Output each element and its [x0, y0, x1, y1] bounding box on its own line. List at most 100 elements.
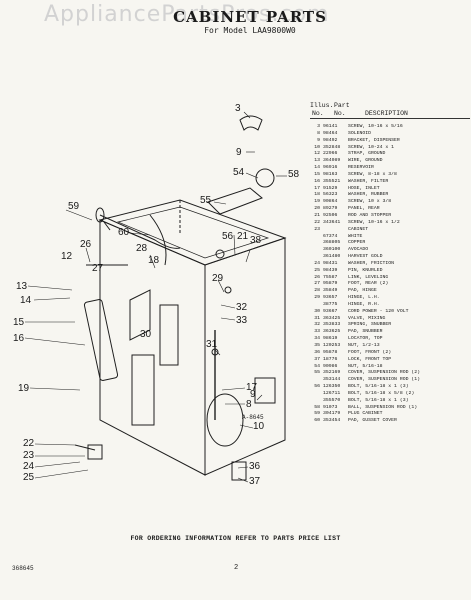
illus-number: 17: [314, 185, 320, 191]
mixing-valve: [159, 304, 179, 366]
part-description: WIRE, GROUND: [348, 158, 383, 164]
callout-label: 17: [246, 382, 258, 393]
part-number: 90986: [323, 363, 338, 369]
part-number: 22966: [323, 151, 338, 157]
part-number: 90864: [323, 199, 338, 205]
illus-number: 22: [314, 219, 320, 225]
part-number: 91073: [323, 404, 338, 410]
part-number: 89279: [323, 206, 338, 212]
part-number: 93667: [323, 308, 338, 314]
illus-number: 14: [314, 165, 320, 171]
part-description: PAD, SNUBBER: [348, 329, 383, 335]
illus-number: 55: [314, 370, 320, 376]
cabinet-top-inner: [116, 206, 270, 259]
suspension-ball: [255, 168, 275, 188]
part-description: NUT, 1/2-13: [348, 343, 380, 348]
part-description: BOLT, 5/16-18 x 1 (3): [348, 397, 409, 403]
part-number: [323, 227, 348, 234]
part-number: 95878: [323, 349, 338, 355]
illus-number: 18: [314, 192, 320, 198]
part-description: ROD AND STOPPER: [348, 212, 392, 218]
part-number: 353144: [323, 377, 341, 383]
illus-number: 28: [314, 288, 320, 294]
part-description: PAD, HINGE: [348, 288, 377, 294]
illus-number: 31: [314, 315, 320, 321]
illus-number: [306, 247, 323, 254]
page-number: 2: [234, 564, 239, 572]
callout-label: 28: [136, 243, 148, 254]
part-number: 98492: [323, 137, 338, 143]
illus-col-header-2: No.: [312, 110, 324, 117]
illus-number: 26: [314, 274, 320, 280]
callout-label: 32: [236, 302, 248, 313]
callout-label: 18: [148, 255, 160, 266]
illus-number: 36: [314, 349, 320, 355]
part-description: PLUG CABINET: [348, 411, 383, 417]
doc-number: 368645: [12, 565, 34, 572]
reservoir: [83, 299, 119, 381]
callout-label: 60: [118, 227, 130, 238]
illus-number: 33: [314, 329, 320, 335]
part-description: HINGE, R.H.: [348, 301, 380, 307]
front-foot: [231, 461, 247, 481]
part-number: 364089: [323, 158, 341, 164]
part-description: NUT, 5/16-18: [348, 363, 383, 369]
part-description: HOSE, INLET: [348, 185, 380, 191]
part-description: FOOT, FRONT (2): [348, 349, 392, 355]
callout-label: 8: [246, 399, 252, 410]
part-description: WASHER, RUBBER: [348, 192, 389, 198]
part-number: 363625: [323, 329, 341, 335]
part-description: LOCATOR, TOP: [348, 336, 383, 342]
ordering-footer: FOR ORDERING INFORMATION REFER TO PARTS …: [130, 535, 341, 542]
part-number: 67374: [323, 233, 338, 239]
suspension-bracket: [207, 187, 263, 215]
callout-label: 37: [249, 476, 261, 487]
illus-number: 24: [314, 260, 320, 266]
callout-label: 36: [249, 461, 261, 472]
callout-label: 23: [23, 450, 35, 461]
solenoid: [254, 377, 276, 404]
illus-number: [306, 398, 323, 405]
illus-number: 9: [317, 137, 320, 143]
part-description: FOOT, REAR (2): [348, 281, 389, 287]
part-number: 98439: [323, 267, 338, 273]
part-number: 38775: [323, 301, 338, 307]
part-description: BRACKET, DISPENSER: [348, 137, 400, 143]
part-description: SCREW, 10 x 3/8: [348, 199, 392, 205]
part-number: 98464: [323, 130, 338, 136]
part-number: 304179: [323, 411, 341, 417]
illus-number: [306, 234, 323, 241]
part-description: SPRING, SNUBBER: [348, 322, 392, 328]
illus-number: 8: [317, 130, 320, 136]
part-number: 353454: [323, 418, 341, 424]
callout-label: 21: [237, 231, 249, 242]
part-number: 343641: [323, 219, 341, 225]
part-number: 92506: [323, 212, 338, 218]
part-description: SCREW, 10-16 x 5/16: [348, 124, 403, 129]
callout-label: 56: [222, 231, 234, 242]
callout-label: 30: [140, 329, 152, 340]
callout-label: 59: [68, 201, 80, 212]
part-description: COVER, SUSPENSION ROD (1): [348, 377, 420, 383]
part-number: 360100: [323, 247, 341, 253]
part-number: 98619: [323, 336, 338, 342]
rear-foot: [87, 444, 103, 460]
part-description: SCREW, 10-24 x 1: [348, 144, 395, 150]
part-description: PANEL, REAR: [348, 206, 380, 212]
illus-number: 20: [314, 206, 320, 212]
illus-number: [306, 391, 323, 398]
